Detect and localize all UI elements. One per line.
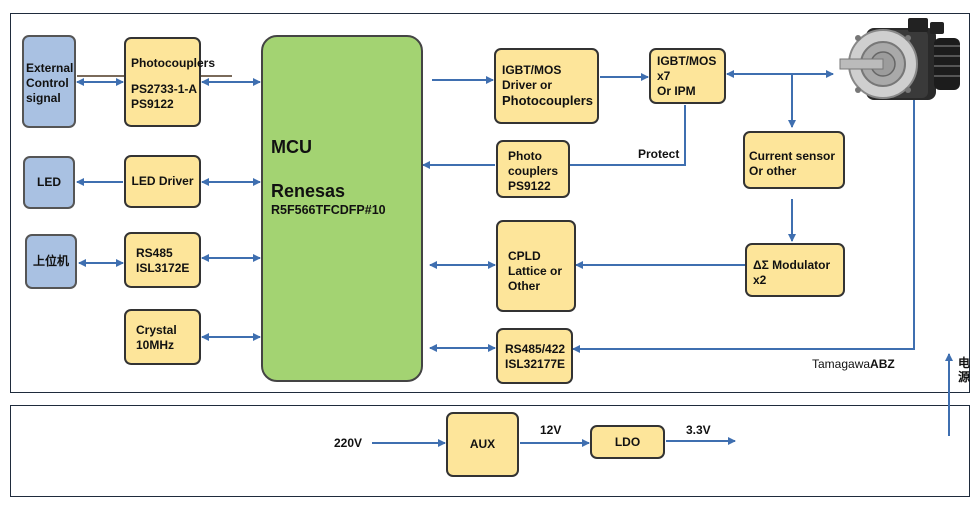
- rs485-line2: ISL3172E: [136, 261, 190, 275]
- v220-label: 220V: [334, 436, 363, 450]
- external-control-signal-block: External Control signal: [22, 35, 76, 128]
- rs485-422-line2: ISL32177E: [505, 357, 566, 371]
- photo-protect-line2: couplers: [508, 164, 559, 178]
- abz-label: ABZ: [870, 357, 895, 371]
- crystal-line1: Crystal: [136, 323, 177, 337]
- v12-label: 12V: [540, 423, 562, 437]
- photo-protect-line3: PS9122: [508, 179, 551, 193]
- mcu-title: MCU: [271, 137, 312, 157]
- photocouplers-line1: Photocouplers: [131, 56, 216, 70]
- mcu-part: R5F566TFCDFP#10: [271, 203, 386, 217]
- igbt-line2: x7: [657, 69, 671, 83]
- igbt-block: IGBT/MOS x7 Or IPM: [649, 48, 726, 104]
- led-label: LED: [37, 175, 61, 189]
- modulator-line1: ΔΣ Modulator: [753, 258, 831, 272]
- led-driver-block: LED Driver: [124, 155, 201, 208]
- photocouplers-line2: PS2733-1-A: [131, 82, 198, 96]
- link-encoder: [572, 100, 915, 353]
- tamagawa-label: Tamagawa: [812, 357, 871, 371]
- crystal-block: Crystal 10MHz: [124, 309, 201, 365]
- cpld-block: CPLD Lattice or Other: [496, 220, 576, 312]
- rs485-422-line1: RS485/422: [505, 342, 566, 356]
- v33-label: 3.3V: [686, 423, 711, 437]
- igbt-driver-line2: Driver or: [502, 78, 553, 92]
- photocouplers-line3: PS9122: [131, 97, 174, 111]
- link-protect: [570, 105, 686, 166]
- led-driver-label: LED Driver: [131, 174, 194, 188]
- igbt-driver-line3: Photocouplers: [502, 93, 594, 108]
- power-frame: [10, 405, 970, 497]
- current-sensor-block: Current sensor Or other: [743, 131, 845, 189]
- photo-protect-block: Photo couplers PS9122: [496, 140, 570, 198]
- igbt-driver-block: IGBT/MOS Driver or Photocouplers: [494, 48, 599, 124]
- external-line3: signal: [26, 91, 61, 105]
- host-block: 上位机: [25, 234, 77, 289]
- mcu-vendor: Renesas: [271, 181, 346, 201]
- aux-block: AUX: [446, 412, 519, 477]
- rs485-line1: RS485: [136, 246, 173, 260]
- power-label: 电 源: [958, 356, 970, 384]
- main-frame: [10, 13, 970, 393]
- modulator-line2: x2: [753, 273, 767, 287]
- modulator-block: ΔΣ Modulator x2: [745, 243, 845, 297]
- external-line2: Control: [26, 76, 69, 90]
- rs485-422-block: RS485/422 ISL32177E: [496, 328, 573, 384]
- cpld-line2: Lattice or: [508, 264, 563, 278]
- igbt-line3: Or IPM: [657, 84, 696, 98]
- cpld-line3: Other: [508, 279, 541, 293]
- power-char1: 电: [958, 356, 971, 370]
- photocouplers-in-block: Photocouplers PS2733-1-A PS9122: [124, 37, 216, 127]
- cpld-line1: CPLD: [508, 249, 541, 263]
- servo-motor-icon: [839, 18, 960, 100]
- protect-label: Protect: [638, 147, 680, 161]
- ldo-block: LDO: [590, 425, 665, 459]
- tamagawa-abz-label: TamagawaABZ: [812, 357, 895, 371]
- aux-label: AUX: [469, 437, 496, 451]
- power-char2: 源: [958, 370, 971, 384]
- led-block: LED: [23, 156, 75, 209]
- igbt-line1: IGBT/MOS: [657, 54, 717, 68]
- mcu-block: MCU Renesas R5F566TFCDFP#10: [261, 35, 423, 382]
- crystal-line2: 10MHz: [136, 338, 175, 352]
- current-sensor-line2: Or other: [749, 164, 797, 178]
- igbt-driver-line1: IGBT/MOS: [502, 63, 562, 77]
- current-sensor-line1: Current sensor: [749, 149, 836, 163]
- rs485-block: RS485 ISL3172E: [124, 232, 201, 288]
- ldo-label: LDO: [614, 434, 641, 449]
- external-line1: External: [26, 61, 74, 75]
- host-label: 上位机: [32, 254, 69, 268]
- photo-protect-line1: Photo: [508, 149, 542, 163]
